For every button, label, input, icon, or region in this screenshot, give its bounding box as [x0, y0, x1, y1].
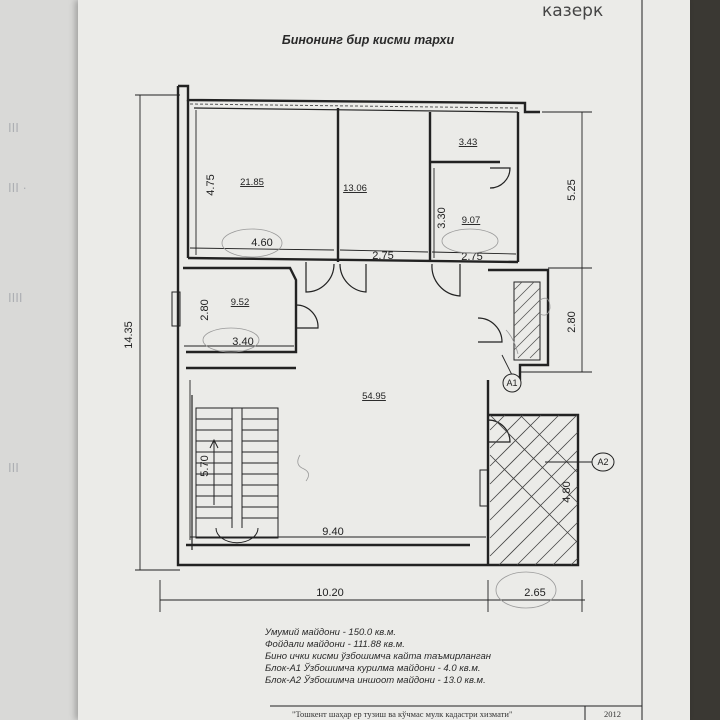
dim-room5-width: 3.40	[232, 336, 253, 348]
dim-room2-width: 2.75	[372, 250, 393, 262]
dim-right-top: 5.25	[566, 179, 578, 200]
block-label-a1: A1	[501, 354, 522, 393]
summary-note: Бино ички кисми ўзбошимча кайта таъмирла…	[265, 651, 492, 662]
dim-annex-height: 4.80	[561, 481, 573, 502]
footer-year: 2012	[604, 709, 621, 719]
svg-text:A2: A2	[597, 457, 608, 467]
svg-text:A1: A1	[506, 378, 517, 388]
dim-bottom-main: 10.20	[316, 587, 344, 599]
dim-room1-width: 4.60	[251, 237, 272, 249]
staircase	[195, 407, 279, 544]
background-page: ІІІ ІІІ · ІІІІ ІІІ	[0, 0, 82, 720]
summary-block-a2: Блок-А2 Ўзбошимча иншоот майдони - 13.0 …	[265, 674, 486, 686]
dim-room4-width: 2.75	[461, 251, 482, 263]
room-area-2: 13.06	[343, 183, 367, 194]
dim-stair-height: 5.70	[199, 455, 211, 476]
dim-hall-width: 9.40	[322, 526, 343, 538]
dim-bottom-annex: 2.65	[524, 587, 545, 599]
walls	[171, 84, 580, 567]
room-area-3: 3.43	[459, 137, 478, 148]
room-area-5: 9.52	[231, 297, 250, 308]
pencil-marks	[202, 228, 557, 609]
summary-total-area: Умумий майдони - 150.0 кв.м.	[264, 627, 396, 638]
footer-organization: "Тошкент шаҳар ер тузиш ва кўчмас мулк к…	[292, 709, 512, 719]
dimension-lines	[135, 94, 592, 612]
dim-room1-height: 4.75	[205, 174, 217, 195]
room-area-4: 9.07	[462, 215, 481, 226]
plan-title: Бинонинг бир кисми тархи	[282, 33, 455, 47]
annex-a1-hatch	[513, 281, 541, 359]
dim-room5-height: 2.80	[199, 299, 211, 320]
summary-useful-area: Фойдали майдони - 111.88 кв.м.	[265, 639, 405, 650]
annex-a2-hatch	[489, 414, 579, 566]
room-area-6: 54.95	[362, 391, 386, 402]
summary-block-a1: Блок-А1 Ўзбошимча курилма майдони - 4.0 …	[265, 662, 481, 674]
dim-room4-height: 3.30	[436, 207, 448, 228]
room-area-1: 21.85	[240, 177, 264, 188]
dim-left-total: 14.35	[123, 321, 135, 349]
corner-note: казерк	[542, 1, 603, 21]
block-label-a2: A2	[545, 452, 615, 472]
dim-right-mid: 2.80	[566, 311, 578, 332]
